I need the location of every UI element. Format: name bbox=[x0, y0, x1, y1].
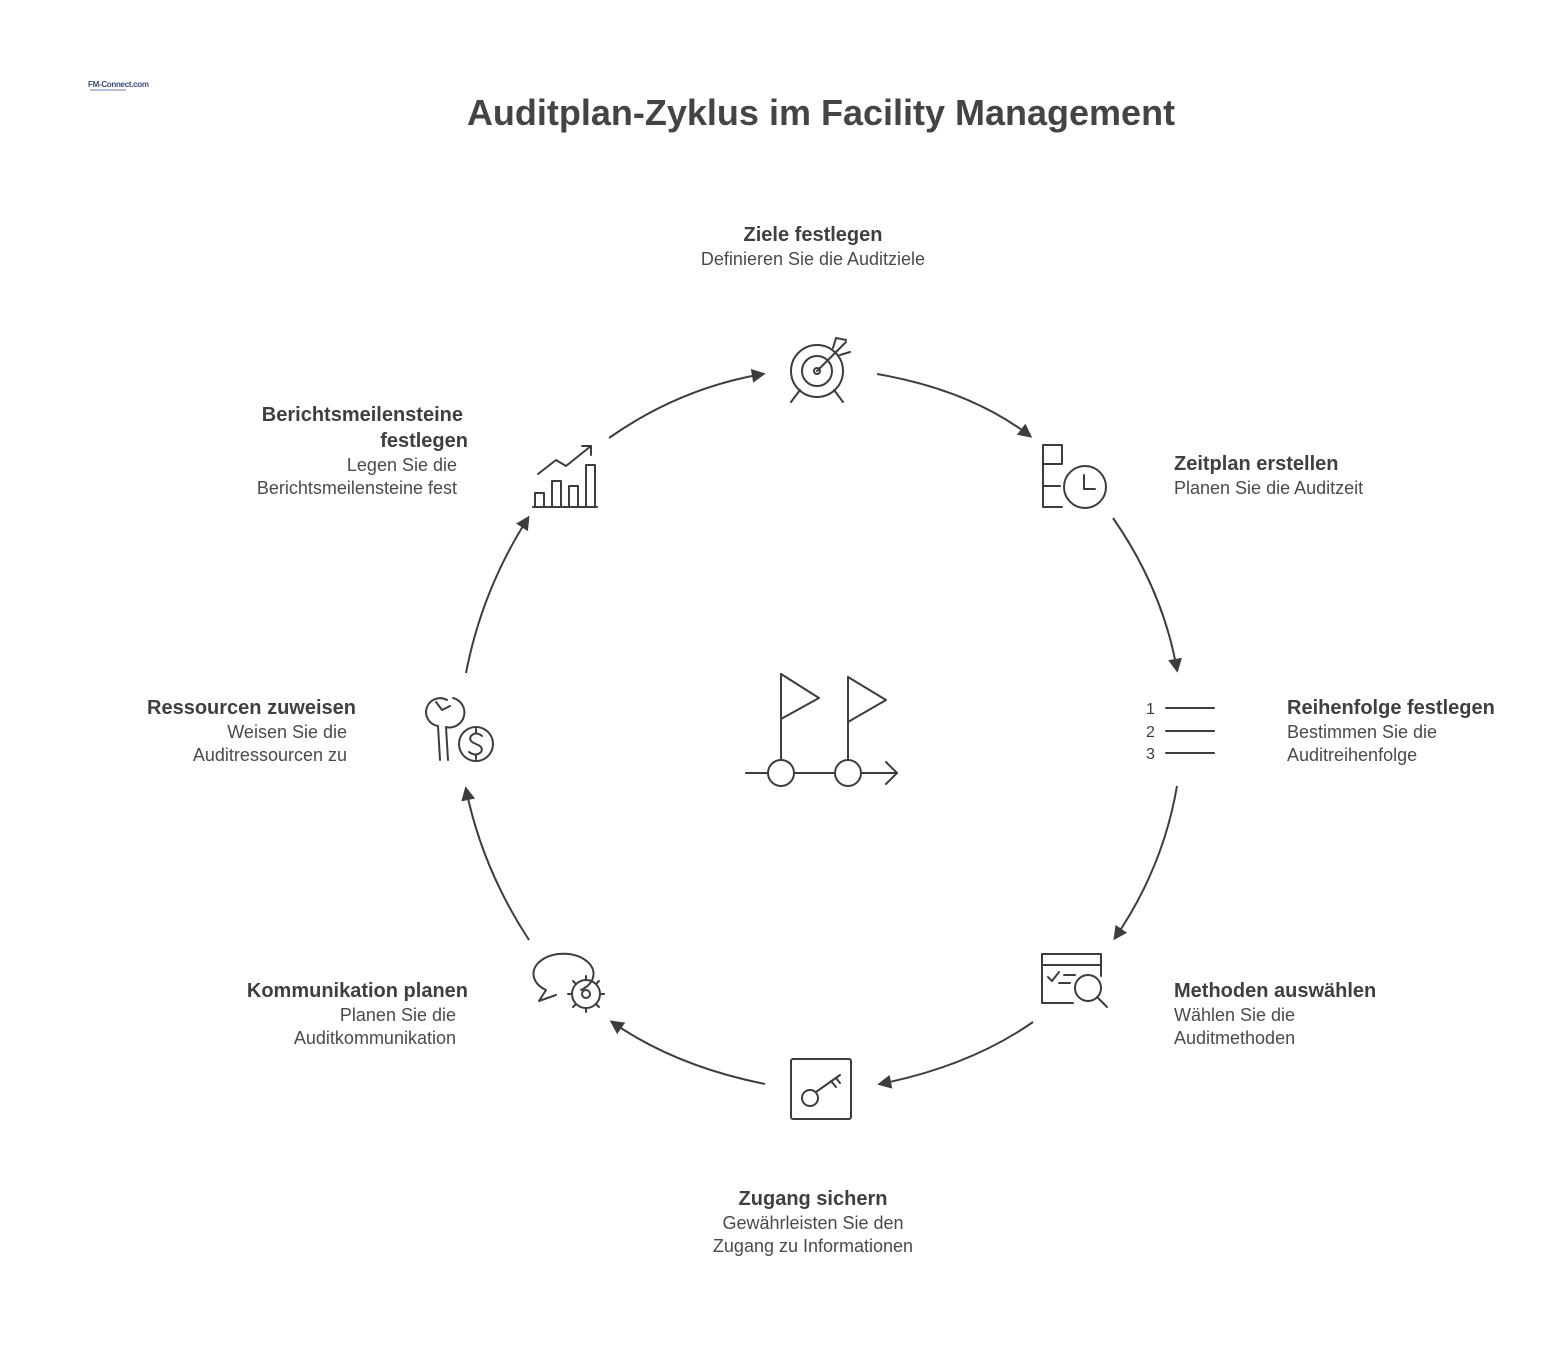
step-methoden-desc-2: Auditmethoden bbox=[1174, 1028, 1296, 1048]
step-methoden-desc-1: Wählen Sie die bbox=[1174, 1005, 1296, 1025]
step-kommunikation: Kommunikation planen Planen Sie die Audi… bbox=[128, 978, 468, 1050]
arrow-ressourcen-to-berichte bbox=[465, 515, 530, 674]
list-number-3: 3 bbox=[1146, 746, 1155, 763]
numbered-list-icon: 1 2 3 bbox=[1146, 701, 1215, 763]
step-zugang-desc-1: Gewährleisten Sie den bbox=[722, 1213, 904, 1233]
chat-gear-icon bbox=[532, 952, 605, 1013]
logo: FM-Connect.com bbox=[80, 73, 149, 97]
list-number-2: 2 bbox=[1146, 724, 1155, 741]
step-reihenfolge-title: Reihenfolge festlegen bbox=[1287, 697, 1495, 719]
step-berichte-title-2: festlegen bbox=[380, 430, 468, 452]
bar-chart-trend-icon bbox=[532, 445, 598, 508]
step-reihenfolge: Reihenfolge festlegen Bestimmen Sie die … bbox=[1287, 695, 1547, 767]
step-kommunikation-desc-1: Planen Sie die bbox=[339, 1005, 456, 1025]
milestone-flags-icon bbox=[745, 673, 898, 787]
arrow-kommunikation-to-ressourcen bbox=[461, 786, 530, 941]
step-kommunikation-title: Kommunikation planen bbox=[246, 980, 468, 1002]
step-zugang-title: Zugang sichern bbox=[738, 1188, 888, 1210]
arrow-zugang-to-kommunikation bbox=[609, 1020, 766, 1085]
step-ressourcen-title: Ressourcen zuweisen bbox=[147, 697, 356, 719]
logo-text: FM-Connect.com bbox=[88, 80, 149, 89]
step-zeitplan: Zeitplan erstellen Planen Sie die Auditz… bbox=[1174, 451, 1514, 500]
wrench-dollar-icon bbox=[425, 697, 494, 762]
step-ziele-title: Ziele festlegen bbox=[743, 224, 883, 246]
step-zugang: Zugang sichern Gewährleisten Sie den Zug… bbox=[643, 1186, 983, 1258]
cycle-arrows bbox=[461, 368, 1182, 1089]
arrow-zeitplan-to-reihenfolge bbox=[1112, 517, 1182, 673]
step-ressourcen-desc-2: Auditressourcen zu bbox=[192, 745, 347, 765]
page-title: Auditplan-Zyklus im Facility Management bbox=[466, 92, 1176, 133]
arrow-methoden-to-zugang bbox=[877, 1021, 1034, 1089]
step-ziele: Ziele festlegen Definieren Sie die Audit… bbox=[643, 222, 983, 271]
step-methoden-title: Methoden auswählen bbox=[1174, 980, 1377, 1002]
list-number-1: 1 bbox=[1146, 701, 1155, 718]
step-reihenfolge-desc-2: Auditreihenfolge bbox=[1287, 745, 1418, 765]
step-methoden: Methoden auswählen Wählen Sie die Auditm… bbox=[1174, 978, 1514, 1050]
step-ziele-desc: Definieren Sie die Auditziele bbox=[700, 249, 926, 269]
key-icon bbox=[790, 1058, 852, 1120]
arrow-berichte-to-ziele bbox=[608, 368, 766, 439]
step-berichte-title-1: Berichtsmeilensteine bbox=[261, 404, 463, 426]
step-berichte: Berichtsmeilensteine festlegen Legen Sie… bbox=[128, 402, 468, 500]
step-ressourcen: Ressourcen zuweisen Weisen Sie die Audit… bbox=[16, 695, 356, 767]
step-ressourcen-desc-1: Weisen Sie die bbox=[227, 722, 347, 742]
step-zeitplan-title: Zeitplan erstellen bbox=[1174, 453, 1339, 475]
step-berichte-desc-2: Berichtsmeilensteine fest bbox=[256, 478, 457, 498]
step-zeitplan-desc: Planen Sie die Auditzeit bbox=[1174, 478, 1364, 498]
schedule-clock-icon bbox=[1042, 444, 1107, 509]
logo-underline bbox=[90, 89, 126, 91]
step-berichte-desc-1: Legen Sie die bbox=[346, 455, 457, 475]
arrow-ziele-to-zeitplan bbox=[876, 373, 1033, 438]
step-kommunikation-desc-2: Auditkommunikation bbox=[293, 1028, 456, 1048]
step-zugang-desc-2: Zugang zu Informationen bbox=[712, 1236, 914, 1256]
target-icon bbox=[790, 337, 851, 403]
search-window-icon bbox=[1041, 953, 1108, 1008]
arrow-reihenfolge-to-methoden bbox=[1113, 785, 1178, 941]
step-reihenfolge-desc-1: Bestimmen Sie die bbox=[1287, 722, 1438, 742]
